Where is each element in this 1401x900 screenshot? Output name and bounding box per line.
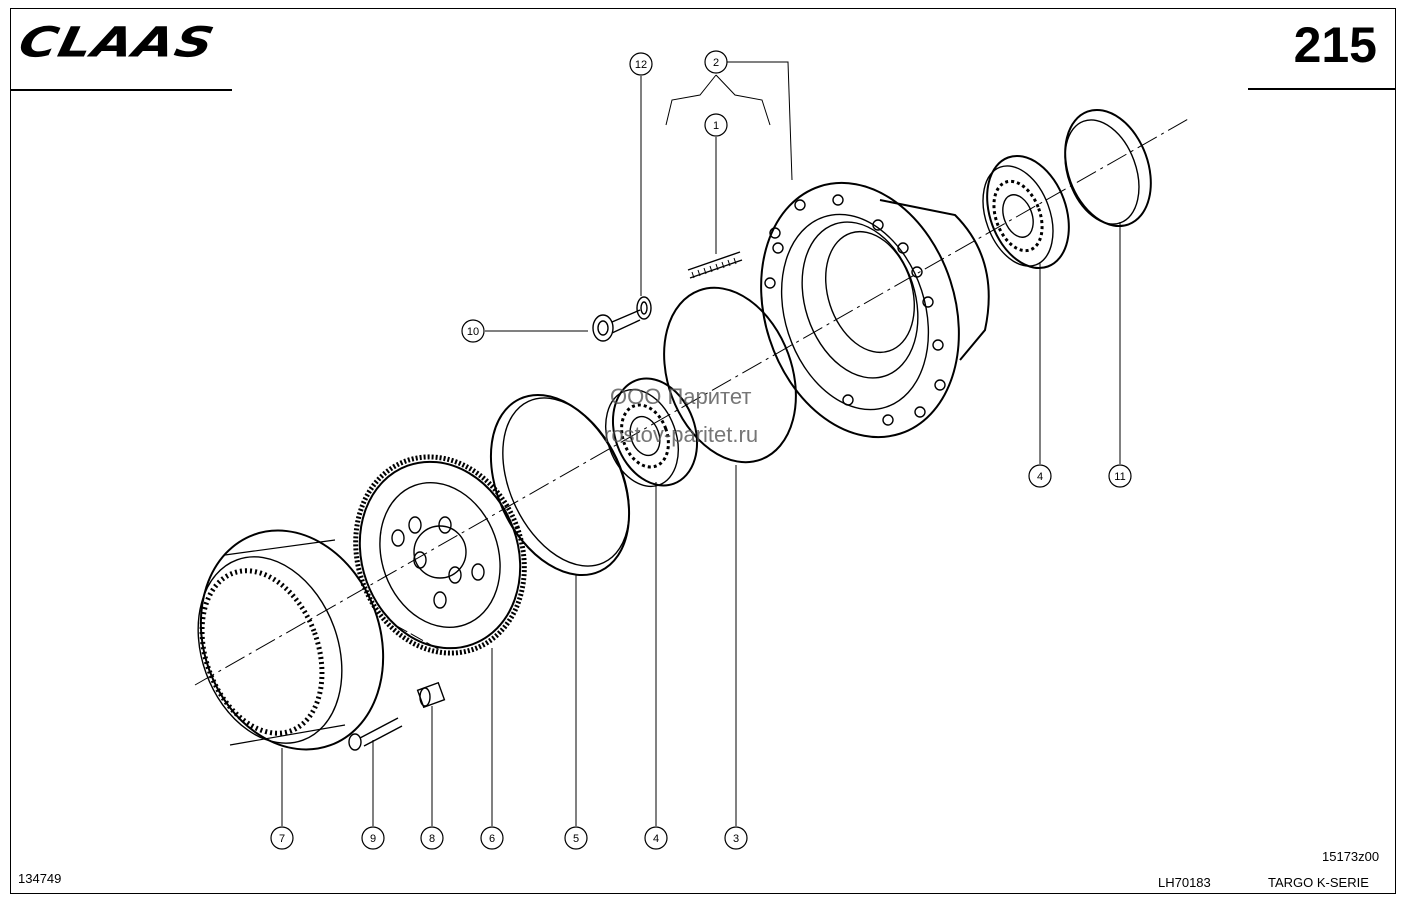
bolt-part-9 <box>348 717 403 751</box>
leader-lines <box>281 61 1121 826</box>
washer-part-12 <box>636 296 652 320</box>
snap-ring-part-5 <box>489 394 631 576</box>
callout-2: 2 <box>713 57 719 69</box>
wheel-hub-housing <box>760 181 990 439</box>
callout-12: 12 <box>635 59 647 71</box>
callout-4-lower: 4 <box>653 833 659 845</box>
callout-7: 7 <box>279 833 285 845</box>
watermark-company: ООО Паритет <box>610 384 752 409</box>
page-number-underline <box>1248 88 1396 90</box>
center-axis <box>194 117 1191 686</box>
callout-10: 10 <box>467 326 479 338</box>
callout-3: 3 <box>733 833 739 845</box>
logo-underline <box>10 89 232 91</box>
callout-11: 11 <box>1114 471 1125 483</box>
image-number: 134749 <box>18 871 62 886</box>
callout-1: 1 <box>713 120 719 132</box>
page-number: 215 <box>1293 17 1377 73</box>
callout-9: 9 <box>370 833 376 845</box>
reference-number: LH70183 <box>1158 875 1211 890</box>
drawing-code: 15173z00 <box>1322 849 1380 864</box>
page-frame <box>10 8 1396 894</box>
callout-5: 5 <box>573 833 579 845</box>
planet-gear-part-6 <box>353 454 527 656</box>
bushing-part-8 <box>416 681 446 709</box>
bearing-part-4-lower <box>605 377 699 488</box>
callout-4-upper: 4 <box>1037 471 1043 483</box>
stud-part-1 <box>687 251 743 279</box>
callout-8: 8 <box>429 833 435 845</box>
nut-part-10 <box>592 309 641 342</box>
o-ring-part-3 <box>663 286 797 464</box>
model-name: TARGO K-SERIE <box>1268 875 1369 890</box>
callout-labels: 1 2 3 4 5 6 7 8 9 10 11 12 4 <box>279 57 1126 845</box>
ring-gear-part-7 <box>197 529 385 751</box>
callout-circles <box>270 50 1132 850</box>
watermark-url: rostov-paritet.ru <box>604 422 759 447</box>
callout-6: 6 <box>489 833 495 845</box>
